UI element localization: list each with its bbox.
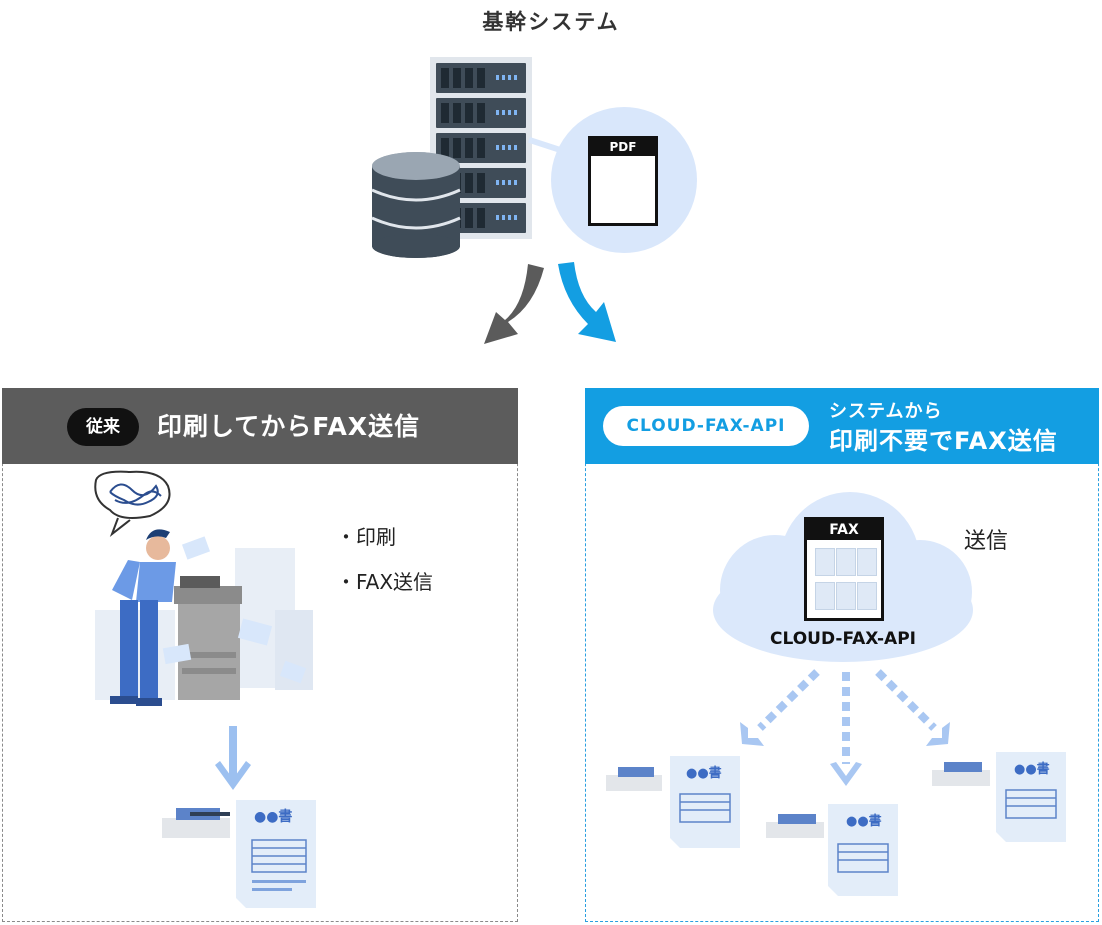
stressed-person-icon	[94, 470, 313, 706]
document-icon-center	[828, 804, 898, 896]
pdf-label: PDF	[591, 139, 655, 156]
database-overlay	[371, 152, 461, 258]
fax-document-icon: FAX	[804, 517, 884, 621]
document-icon	[236, 800, 316, 908]
cloud-fax-panel	[585, 388, 1099, 922]
conventional-badge: 従来	[67, 408, 139, 446]
dotted-arrowheads-icon	[740, 722, 950, 786]
system-title: 基幹システム	[482, 10, 620, 34]
dotted-arrows-icon	[757, 669, 937, 764]
bullet-print: ・印刷	[336, 525, 396, 549]
fax-machine-icon-left	[606, 767, 662, 791]
doc-title-right-2: ●●書	[846, 814, 882, 829]
cloud-fax-api-badge: CLOUD-FAX-API	[603, 406, 809, 446]
doc-title-right-3: ●●書	[1014, 762, 1050, 777]
fax-machine-icon-right	[932, 762, 990, 786]
fax-label: FAX	[807, 520, 881, 540]
document-icon-left	[670, 756, 740, 848]
down-arrow-icon	[215, 726, 251, 790]
send-label: 送信	[964, 529, 1009, 554]
doc-title-left: ●●書	[254, 809, 293, 825]
bullet-fax-send: ・FAX送信	[336, 570, 434, 594]
cloud-label: CLOUD-FAX-API	[770, 629, 916, 649]
conventional-panel	[2, 388, 518, 922]
gray-arrow-icon	[484, 264, 544, 344]
cloud-fax-heading-main: 印刷不要でFAX送信	[829, 427, 1058, 455]
pdf-document-icon: PDF	[588, 136, 658, 226]
conventional-heading: 印刷してからFAX送信	[157, 412, 421, 441]
cloud-fax-heading-sub: システムから	[829, 401, 943, 422]
fax-machine-icon-center	[766, 814, 824, 838]
document-icon-right	[996, 752, 1066, 842]
doc-title-right-1: ●●書	[686, 766, 722, 781]
fax-machine-icon	[162, 808, 230, 838]
blue-arrow-icon	[558, 262, 616, 342]
